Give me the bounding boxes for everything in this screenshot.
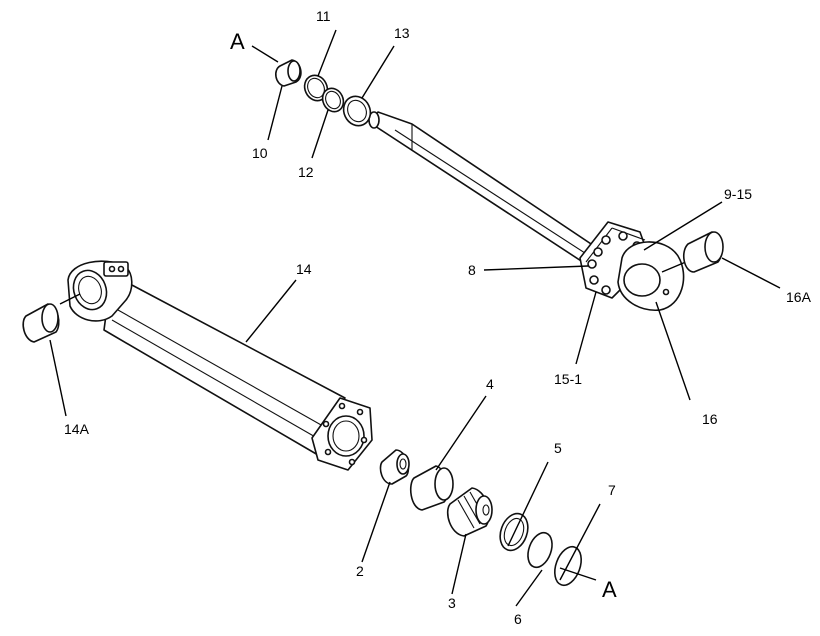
label-14a: 14A: [64, 421, 90, 437]
label-10: 10: [252, 145, 268, 161]
label-8: 8: [468, 262, 476, 278]
nut-2: [379, 449, 410, 485]
label-a-bottom: A: [602, 577, 617, 602]
rod-eye: [617, 241, 701, 311]
label-7: 7: [608, 482, 616, 498]
leader-lines: [49, 29, 781, 607]
label-9-15: 9-15: [724, 186, 752, 202]
label-5: 5: [554, 440, 562, 456]
label-13: 13: [394, 25, 410, 41]
label-2: 2: [356, 563, 364, 579]
tube-head-flange: [311, 397, 373, 471]
tube-end-eye: [59, 260, 133, 322]
label-4: 4: [486, 376, 494, 392]
ring-12: [321, 87, 345, 113]
bearing-14a: [22, 303, 60, 343]
ring-6: [527, 531, 553, 569]
label-15-1: 15-1: [554, 371, 582, 387]
bearing-16a: [682, 231, 724, 273]
label-6: 6: [514, 611, 522, 627]
label-14: 14: [296, 261, 312, 277]
label-16a: 16A: [786, 289, 812, 305]
cylinder-tube: [103, 283, 346, 456]
label-11: 11: [316, 8, 331, 24]
label-16: 16: [702, 411, 718, 427]
seal-13: [342, 95, 372, 127]
piston-rod: [368, 111, 619, 273]
rod-flange: [579, 221, 651, 299]
ring-11: [303, 74, 329, 102]
label-a-top: A: [230, 29, 245, 54]
label-12: 12: [298, 164, 314, 180]
label-3: 3: [448, 595, 456, 611]
wiper-seal-10: [275, 59, 302, 87]
piston-3: [446, 487, 493, 537]
piston-4: [409, 465, 454, 511]
